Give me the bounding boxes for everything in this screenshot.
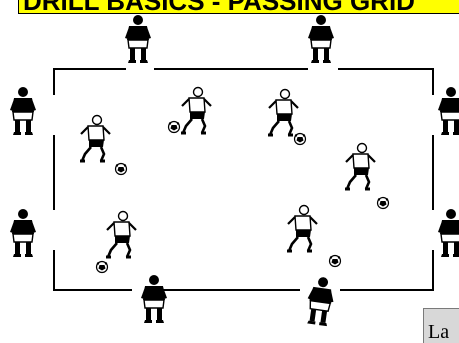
ball-2: [295, 134, 306, 145]
inside-player-6: [287, 206, 317, 252]
caption-box: La: [423, 308, 459, 343]
inside-player-1: [80, 116, 110, 162]
outside-player-right-upper: [438, 87, 459, 135]
inside-player-3: [268, 90, 298, 136]
inside-player-2: [181, 88, 211, 134]
ball-1: [169, 122, 180, 133]
inside-player-4: [345, 144, 375, 190]
outside-player-bottom-left: [141, 275, 167, 323]
outside-player-top-left: [125, 15, 151, 63]
outside-player-left-upper: [10, 87, 36, 135]
outside-player-top-right: [308, 15, 334, 63]
ball-4: [378, 198, 389, 209]
outside-player-bottom-right: [304, 275, 336, 326]
ball-6: [330, 256, 341, 267]
ball-5: [97, 262, 108, 273]
ball-3: [116, 164, 127, 175]
outside-player-left-lower: [10, 209, 36, 257]
caption-text: La: [428, 321, 449, 343]
inside-player-5: [106, 212, 136, 258]
outside-player-right-lower: [438, 209, 459, 257]
